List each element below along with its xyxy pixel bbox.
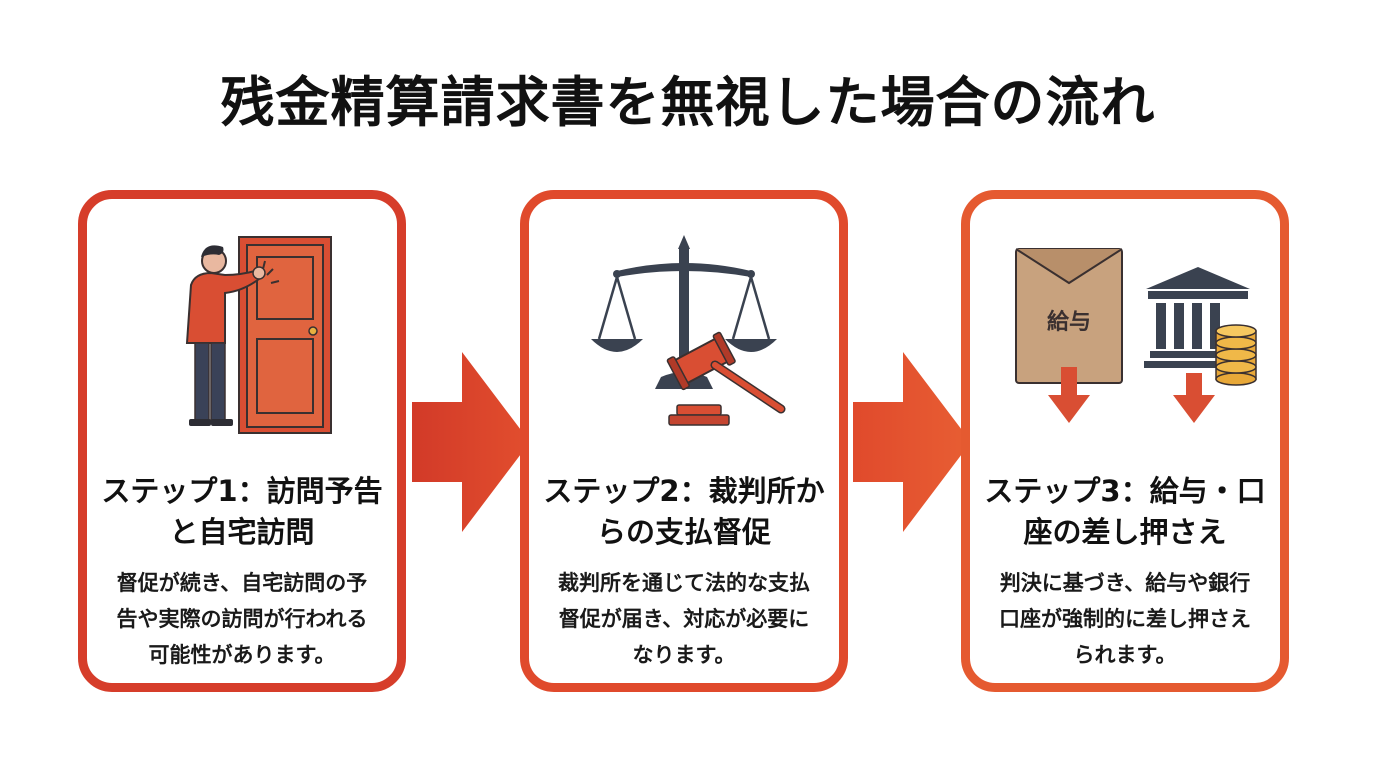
step-card-1: ステップ1：訪問予告と自宅訪問 督促が続き、自宅訪問の予告や実際の訪問が行われる… xyxy=(78,190,406,692)
step-heading: ステップ1：訪問予告と自宅訪問 xyxy=(101,474,383,549)
envelope-label: 給与 xyxy=(1047,309,1091,335)
salary-envelope-and-bank-icon: 給与 xyxy=(1015,248,1257,423)
step-card-2: ステップ2：裁判所からの支払督促 裁判所を通じて法的な支払督促が届き、対応が必要… xyxy=(520,190,848,692)
person-knocking-door-icon xyxy=(185,236,332,434)
page-title: 残金精算請求書を無視した場合の流れ xyxy=(220,71,1156,134)
arrow-right-icon xyxy=(412,352,530,532)
step-description: 督促が続き、自宅訪問の予告や実際の訪問が行われる可能性があります。 xyxy=(116,571,368,667)
step-heading: ステップ2：裁判所からの支払督促 xyxy=(543,474,825,549)
step-heading: ステップ3：給与・口座の差し押さえ xyxy=(984,474,1266,549)
step-description: 裁判所を通じて法的な支払督促が届き、対応が必要になります。 xyxy=(558,571,810,667)
step-card-3: 給与 ステップ3：給与 xyxy=(961,190,1289,692)
arrow-right-icon xyxy=(853,352,971,532)
step-description: 判決に基づき、給与や銀行口座が強制的に差し押さえられます。 xyxy=(999,571,1251,667)
scales-and-gavel-icon xyxy=(591,235,786,426)
